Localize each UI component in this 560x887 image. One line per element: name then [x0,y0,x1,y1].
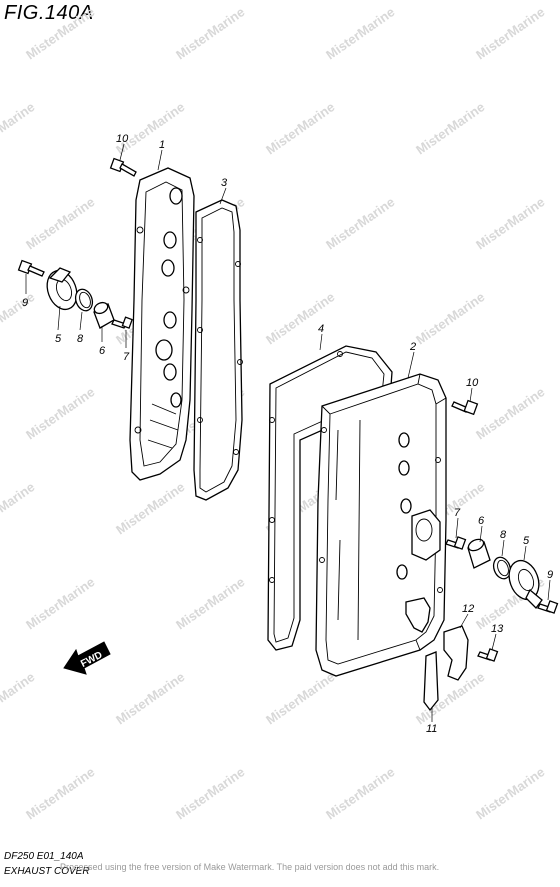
part-2-exhaust-cover[interactable] [315,373,447,677]
part-8-o-ring-right[interactable] [491,555,514,581]
part-6-plug-right[interactable] [467,537,491,569]
part-12-bracket[interactable] [443,625,469,681]
watermark-note: Processed using the free version of Make… [60,862,440,872]
watermark-text: MisterMarine [23,764,97,822]
part-3-gasket[interactable] [193,199,243,501]
watermark-text: MisterMarine [23,4,97,62]
watermark-text: MisterMarine [413,289,487,347]
callout-13: 13 [491,623,504,635]
callout-7-right: 7 [454,507,461,519]
callout-4: 4 [318,323,324,335]
watermark-text: MisterMarine [473,194,547,252]
watermark-text: MisterMarine [23,574,97,632]
watermark-text: MisterMarine [473,384,547,442]
watermark-text: MisterMarine [23,194,97,252]
fwd-label: FWD [79,650,104,670]
watermark-text: MisterMarine [413,99,487,157]
watermark-text: MisterMarine [263,669,337,727]
part-4-outer-gasket[interactable] [267,345,393,651]
part-1-inner-cover[interactable] [129,167,195,481]
watermark-text: MisterMarine [0,99,37,157]
part-9-bolt-left[interactable] [17,259,45,277]
watermark-text: MisterMarine [113,479,187,537]
watermark-text: MisterMarine [173,574,247,632]
leader-lines [25,143,551,722]
part-7-bolt-right[interactable] [445,536,467,550]
callout-9-right: 9 [547,569,553,581]
part-10-bolt-right[interactable] [451,399,479,416]
callout-6-right: 6 [478,515,485,527]
watermark-text: MisterMarine [113,669,187,727]
callout-3: 3 [221,177,228,189]
watermark-text: MisterMarine [173,764,247,822]
fwd-arrow: FWD [63,641,111,675]
part-5-cap-left[interactable] [42,266,82,313]
figure-name: EXHAUST COVER [4,866,90,877]
part-8-o-ring-left[interactable] [73,287,96,313]
callout-11: 11 [426,723,437,735]
part-13-bolt[interactable] [477,648,499,662]
watermark-text: MisterMarine [323,194,397,252]
watermark-text: MisterMarine [473,764,547,822]
part-7-bolt-left[interactable] [111,316,133,329]
watermark-text: MisterMarine [0,669,37,727]
callout-5-left: 5 [55,333,62,345]
part-10-bolt-left[interactable] [109,157,137,177]
part-11-clip[interactable] [423,651,439,712]
callout-labels: 10 1 3 9 5 8 6 7 4 2 10 7 6 8 5 9 12 13 … [22,133,553,735]
callout-10-right: 10 [466,377,479,389]
callout-5-right: 5 [523,535,530,547]
watermark-text: MisterMarine [263,289,337,347]
watermark-text: MisterMarine [0,479,37,537]
watermark-text: MisterMarine [0,289,37,347]
callout-1: 1 [159,139,165,151]
watermark-text: MisterMarine [323,764,397,822]
watermark-text: MisterMarine [323,4,397,62]
watermark-text: MisterMarine [23,384,97,442]
callout-12: 12 [462,603,474,615]
callout-2: 2 [409,341,416,353]
watermark-text: MisterMarine [113,99,187,157]
figure-title: FIG.140A [4,2,94,24]
callout-8-right: 8 [500,529,507,541]
watermark-text: MisterMarine [263,99,337,157]
part-9-bolt-right[interactable] [537,600,559,614]
watermark-text: MisterMarine [473,4,547,62]
callout-10-left: 10 [116,133,129,145]
callout-8-left: 8 [77,333,84,345]
watermark-text: MisterMarine [173,4,247,62]
callout-9-left: 9 [22,297,28,309]
callout-6-left: 6 [99,345,106,357]
callout-7-left: 7 [123,351,130,363]
figure-code: DF250 E01_140A [4,851,84,862]
part-5-cap-right[interactable] [504,556,544,609]
part-6-plug-left[interactable] [93,301,115,329]
